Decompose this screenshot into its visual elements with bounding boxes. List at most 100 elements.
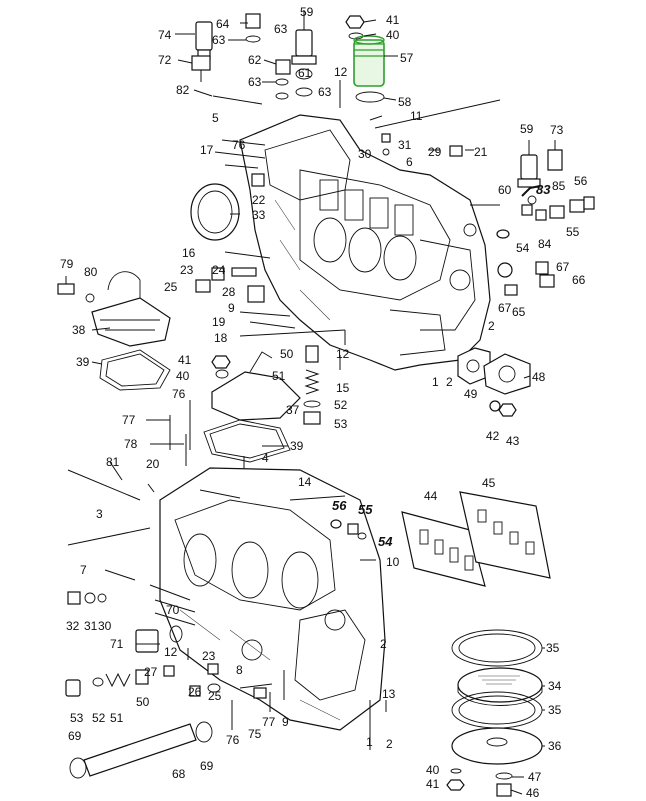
label-15: 15 — [336, 381, 350, 395]
label-33: 33 — [252, 208, 266, 222]
label-55: 55 — [566, 225, 580, 239]
cylinder-57-highlighted — [353, 35, 385, 87]
label-58: 58 — [398, 95, 412, 109]
label-57: 57 — [400, 51, 414, 65]
label-2: 2 — [380, 637, 387, 651]
label-35: 35 — [548, 703, 562, 717]
nuts-42-43 — [489, 400, 517, 417]
label-72: 72 — [158, 53, 172, 67]
gasket-35-upper — [451, 629, 543, 667]
label-39: 39 — [290, 439, 304, 453]
gasket-39-upper — [99, 349, 171, 391]
label-56: 56 — [332, 498, 347, 513]
label-63: 63 — [248, 75, 262, 89]
label-52: 52 — [92, 711, 106, 725]
label-5: 5 — [212, 111, 219, 125]
label-31: 31 — [84, 619, 98, 633]
label-48: 48 — [532, 370, 546, 384]
label-1: 1 — [432, 375, 439, 389]
leader-lines — [91, 19, 545, 795]
label-17: 17 — [200, 143, 214, 157]
label-63: 63 — [274, 22, 288, 36]
label-22: 22 — [252, 193, 266, 207]
label-53: 53 — [334, 417, 348, 431]
label-30: 30 — [358, 147, 372, 161]
label-32: 32 — [66, 619, 80, 633]
label-2: 2 — [488, 319, 495, 333]
label-40: 40 — [176, 369, 190, 383]
label-12: 12 — [164, 645, 178, 659]
label-45: 45 — [482, 476, 496, 490]
fittings-84-85 — [521, 195, 595, 221]
label-9: 9 — [228, 301, 235, 315]
label-50: 50 — [136, 695, 150, 709]
label-21: 21 — [474, 145, 488, 159]
flange-48-49 — [457, 347, 531, 395]
sender-59-right — [517, 140, 563, 188]
gasket-39-lower — [203, 419, 291, 463]
label-25: 25 — [208, 689, 222, 703]
sender-59-top — [291, 10, 317, 97]
label-61: 61 — [298, 66, 312, 80]
label-29: 29 — [428, 145, 442, 159]
label-52: 52 — [334, 398, 348, 412]
label-54: 54 — [516, 241, 530, 255]
label-67: 67 — [498, 301, 512, 315]
part-labels: 59 64 74 63 41 40 57 63 62 72 12 61 63 6… — [60, 5, 588, 800]
plug-32-31-30 — [67, 591, 107, 605]
baffle-44 — [401, 511, 486, 587]
label-53: 53 — [70, 711, 84, 725]
label-7: 7 — [80, 563, 87, 577]
label-70: 70 — [166, 603, 180, 617]
seal-ring — [190, 183, 240, 241]
label-47: 47 — [528, 770, 542, 784]
oil-pressure-sender — [195, 21, 213, 61]
plug-64 — [245, 13, 261, 43]
label-40: 40 — [426, 763, 440, 777]
adapter-62 — [275, 59, 291, 100]
label-69: 69 — [200, 759, 214, 773]
label-76: 76 — [172, 387, 186, 401]
label-41: 41 — [386, 13, 400, 27]
label-65: 65 — [512, 305, 526, 319]
label-83: 83 — [536, 182, 551, 197]
ring-58 — [355, 91, 385, 103]
tube-68-seals-69 — [69, 721, 213, 779]
label-14: 14 — [298, 475, 312, 489]
label-71: 71 — [110, 637, 124, 651]
label-49: 49 — [464, 387, 478, 401]
label-37: 37 — [286, 403, 300, 417]
label-25: 25 — [164, 280, 178, 294]
label-1: 1 — [366, 735, 373, 749]
pressure-switch — [191, 55, 211, 82]
label-84: 84 — [538, 237, 552, 251]
label-20: 20 — [146, 457, 160, 471]
label-28: 28 — [222, 285, 236, 299]
label-23: 23 — [180, 263, 194, 277]
label-6: 6 — [406, 155, 413, 169]
label-23: 23 — [202, 649, 216, 663]
label-36: 36 — [548, 739, 562, 753]
label-11: 11 — [410, 109, 423, 123]
label-16: 16 — [182, 246, 196, 260]
label-13: 13 — [382, 687, 396, 701]
label-24: 24 — [212, 263, 226, 277]
label-77: 77 — [122, 413, 136, 427]
label-18: 18 — [214, 331, 228, 345]
nut-41 — [345, 15, 365, 40]
baffle-45 — [459, 491, 551, 579]
label-64: 64 — [216, 17, 230, 31]
label-19: 19 — [212, 315, 226, 329]
label-2: 2 — [386, 737, 393, 751]
label-81: 81 — [106, 455, 120, 469]
label-77: 77 — [262, 715, 276, 729]
label-60: 60 — [498, 183, 512, 197]
cover-37 — [211, 351, 301, 421]
cover-plate-36 — [451, 727, 543, 765]
label-62: 62 — [248, 53, 262, 67]
relief-valve-53-52-51-50 — [65, 669, 149, 697]
label-54: 54 — [378, 534, 393, 549]
cover-38 — [91, 271, 171, 347]
upper-studs — [212, 80, 501, 370]
